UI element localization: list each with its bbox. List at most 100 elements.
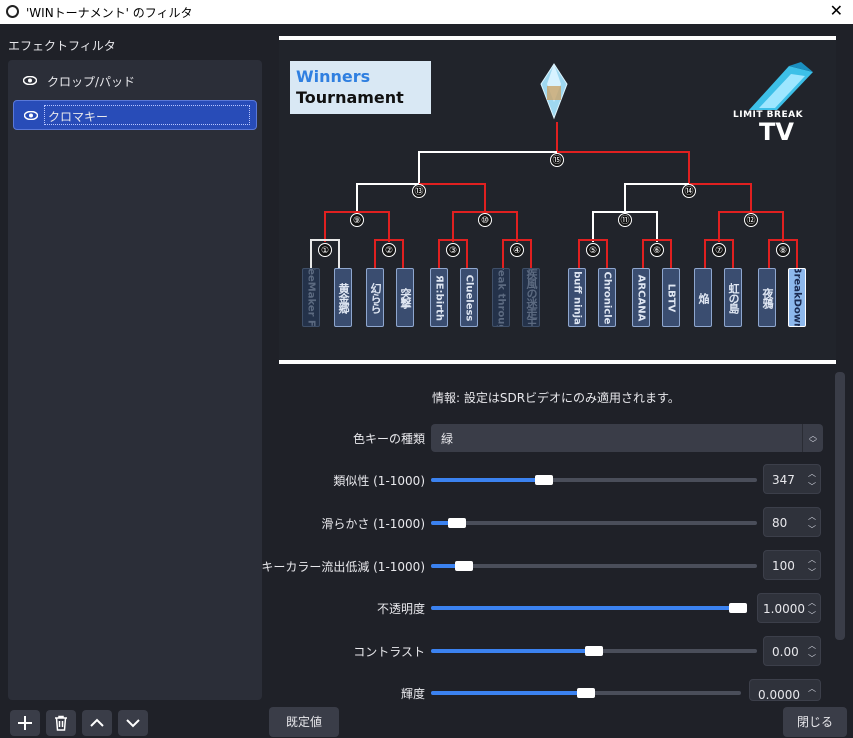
limit-break-tv-logo: LIMIT BREAK TV	[729, 58, 825, 148]
player-card: buff ninja	[568, 268, 586, 327]
chevron-up-icon[interactable]: ︿	[808, 512, 816, 521]
move-filter-up-button[interactable]	[82, 710, 112, 736]
opacity-slider[interactable]	[431, 598, 747, 618]
chevron-down-icon[interactable]: ﹀	[808, 482, 816, 491]
match-number: ②	[382, 243, 396, 257]
similarity-spinbox[interactable]: 347 ︿ ﹀	[763, 464, 821, 494]
chevron-down-icon[interactable]: ﹀	[808, 654, 816, 663]
match-number: ⑬	[412, 184, 426, 198]
remove-filter-button[interactable]	[46, 710, 76, 736]
spinbox-value: 100	[772, 559, 795, 573]
filter-item-chroma-key[interactable]: クロマキー	[13, 100, 257, 130]
filter-item-label: クロップ/パッド	[47, 75, 136, 89]
match-number: ⑧	[776, 243, 790, 257]
chevron-down-icon[interactable]: ﹀	[808, 568, 816, 577]
trash-icon	[55, 715, 67, 731]
bracket-lines	[310, 122, 798, 268]
chevron-up-icon[interactable]: ︿	[808, 641, 816, 650]
player-card: 黄金郷	[334, 268, 352, 327]
effect-filters-label: エフェクトフィルタ	[8, 39, 116, 53]
player-card: BreakDown	[788, 268, 806, 327]
chevron-up-icon[interactable]: ︿	[808, 598, 816, 607]
brand-tv-text: TV	[759, 118, 794, 146]
defaults-button[interactable]: 既定値	[269, 707, 339, 737]
similarity-label: 類似性 (1-1000)	[333, 474, 425, 488]
settings-scrollbar[interactable]	[835, 372, 845, 640]
filter-item-crop-pad[interactable]: クロップ/パッド	[13, 66, 257, 96]
smoothness-slider[interactable]	[431, 513, 757, 533]
key-type-value: 緑	[441, 432, 454, 446]
player-card: 幻らら	[366, 268, 384, 327]
match-number: ①	[318, 243, 332, 257]
similarity-slider[interactable]	[431, 470, 757, 490]
brightness-slider[interactable]	[431, 683, 741, 703]
preview-canvas: Winners Tournament LIMIT BREAK TV	[279, 36, 836, 364]
eye-icon[interactable]	[24, 111, 38, 120]
player-card: 夜鴉	[758, 268, 776, 327]
match-number: ③	[446, 243, 460, 257]
spinbox-value: 347	[772, 473, 795, 487]
close-button[interactable]: 閉じる	[783, 707, 847, 737]
brightness-spinbox[interactable]: 0.0000 ︿	[749, 679, 821, 701]
match-number: ⑭	[682, 184, 696, 198]
player-card: ARCANA	[632, 268, 650, 327]
logo-line-1: Winners	[296, 67, 371, 86]
title-bar: 'WINトーナメント' のフィルタ ✕	[0, 0, 853, 24]
filter-rename-box[interactable]	[44, 105, 250, 125]
match-number: ⑪	[618, 213, 632, 227]
sdr-info-text: 情報: 設定はSDRビデオにのみ適用されます。	[432, 391, 680, 405]
opacity-spinbox[interactable]: 1.0000 ︿﹀	[757, 593, 821, 623]
player-card: 焔	[694, 268, 712, 327]
chevron-up-icon[interactable]: ︿	[808, 469, 816, 478]
slider-thumb[interactable]	[454, 561, 473, 571]
player-card: Break through	[492, 268, 510, 327]
chevron-up-icon[interactable]: ︿	[808, 555, 816, 564]
opacity-label: 不透明度	[376, 602, 425, 616]
spinbox-value: 0.00	[772, 645, 799, 659]
move-filter-down-button[interactable]	[118, 710, 148, 736]
window-title: 'WINトーナメント' のフィルタ	[26, 6, 193, 20]
spill-reduction-slider[interactable]	[431, 556, 757, 576]
filter-list: クロップ/パッド クロマキー	[8, 60, 262, 700]
player-card: ЯE:birth	[430, 268, 448, 327]
smoothness-spinbox[interactable]: 80 ︿ ﹀	[763, 507, 821, 537]
match-number: ⑤	[586, 243, 600, 257]
key-type-label: 色キーの種類	[352, 432, 425, 446]
spill-reduction-label: キーカラー流出低減 (1-1000)	[261, 560, 425, 574]
eye-icon[interactable]	[23, 76, 37, 85]
chevron-down-icon[interactable]: ﹀	[808, 611, 816, 620]
match-number: ⑨	[350, 213, 364, 227]
match-number: ⑮	[550, 153, 564, 167]
preview-bottom-border	[279, 360, 836, 364]
slider-thumb[interactable]	[535, 475, 554, 485]
slider-thumb[interactable]	[729, 603, 747, 613]
slider-thumb[interactable]	[448, 518, 467, 528]
spinbox-value: 80	[772, 516, 788, 530]
player-card: LBTV	[662, 268, 680, 327]
logo-line-2: Tournament	[296, 88, 404, 107]
contrast-slider[interactable]	[431, 641, 757, 661]
player-card: 疾風の迷走王	[522, 268, 540, 327]
chevron-up-icon[interactable]: ︿	[808, 684, 816, 693]
smoothness-label: 滑らかさ (1-1000)	[321, 517, 425, 531]
trophy-icon	[540, 63, 568, 120]
spill-reduction-spinbox[interactable]: 100 ︿ ﹀	[763, 550, 821, 580]
brand-small-text: LIMIT BREAK	[733, 110, 804, 120]
chevron-up-icon	[90, 718, 104, 727]
contrast-spinbox[interactable]: 0.00 ︿ ﹀	[763, 636, 821, 666]
close-window-icon[interactable]: ✕	[829, 1, 843, 20]
preview-top-border	[279, 36, 836, 40]
match-number: ⑫	[744, 213, 758, 227]
chevron-down-icon[interactable]: ﹀	[808, 525, 816, 534]
add-filter-button[interactable]	[10, 710, 40, 736]
plus-icon	[18, 716, 32, 730]
key-type-select[interactable]: 緑 ︿﹀	[431, 424, 823, 452]
brightness-label: 輝度	[400, 687, 425, 701]
winners-tournament-logo: Winners Tournament	[290, 61, 431, 114]
player-card: Clueless	[460, 268, 478, 327]
slider-thumb[interactable]	[585, 646, 603, 656]
spinbox-value: 0.0000	[758, 688, 800, 701]
chevron-updown-icon: ︿﹀	[802, 424, 823, 452]
player-card: 虹の島	[724, 268, 742, 327]
slider-thumb[interactable]	[577, 688, 595, 698]
